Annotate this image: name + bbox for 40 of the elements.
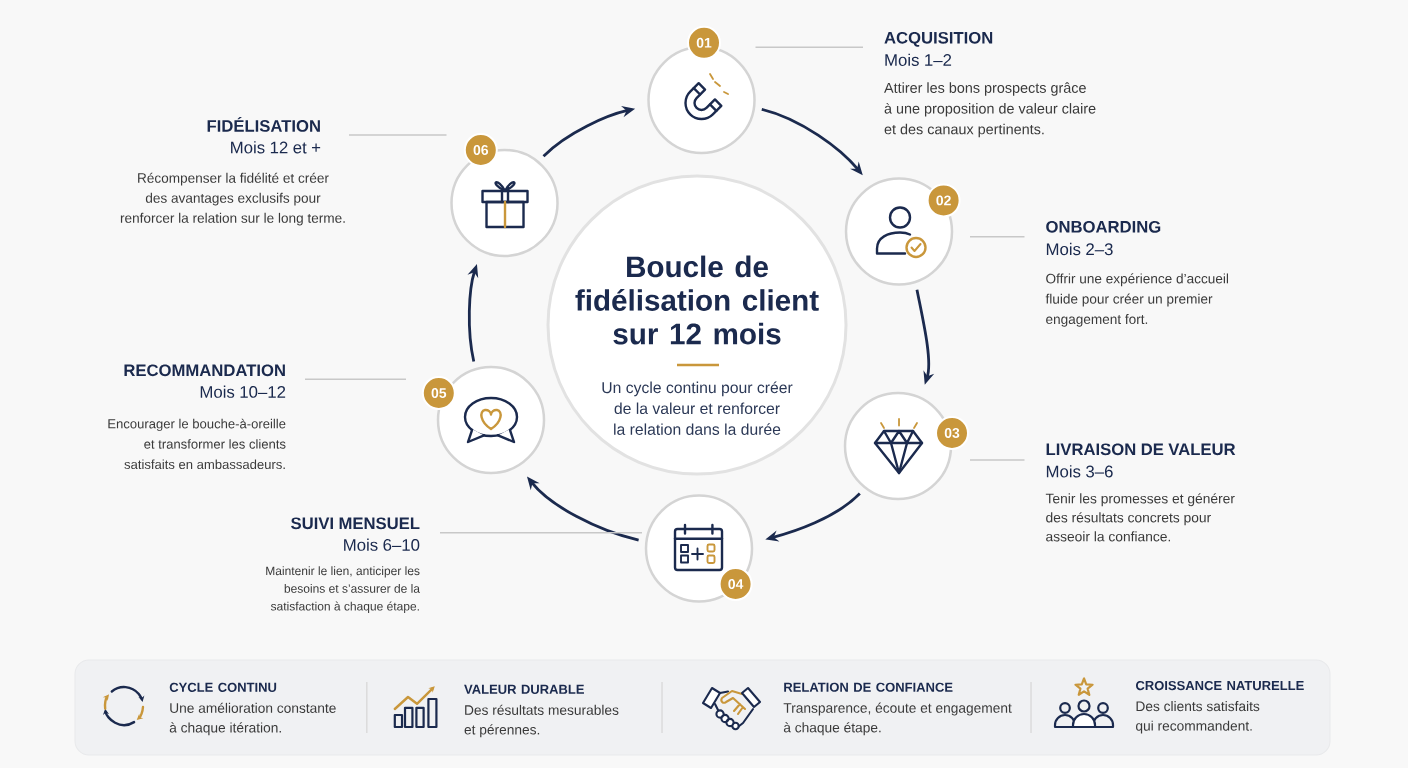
item-title: CROISSANCE NATURELLE (1135, 680, 1304, 691)
month-label: Mois 2–3 (1046, 242, 1113, 256)
month-label: Mois 3–6 (1046, 465, 1113, 478)
leader-line (969, 235, 1026, 238)
step-title: SUIVI MENSUEL (291, 517, 420, 530)
step-title: LIVRAISON DE VALEUR (1046, 443, 1236, 456)
step-description: Encourager le bouche-à-oreille et transformer les clients satisfaits en ambassadeurs. (108, 418, 286, 470)
item-title: RELATION DE CONFIANCE (784, 682, 953, 692)
step-description: Tenir les promesses et générer des résultats concrets pour asseoir la confiance. (1045, 493, 1235, 542)
step-description: Récompenser la fidélité et créer des avantages exclusifs pour renforcer la relation sur le long terme. (120, 172, 345, 226)
number-badge: 01 (687, 25, 721, 60)
item-description: Transparence, écoute et engagement à chaque étape. (783, 702, 1012, 736)
leader-line (969, 459, 1026, 461)
step-description: Offrir une expérience d’accueil fluide pour créer un premier engagement fort. (1045, 273, 1228, 327)
month-label: Mois 12 et + (231, 141, 321, 154)
leader-line (348, 134, 448, 136)
month-label: Mois 6–10 (344, 538, 420, 551)
leader-line (304, 378, 407, 381)
item-title: CYCLE CONTINU (169, 682, 277, 692)
number-badge: 02 (926, 183, 961, 218)
step-description: Maintenir le lien, anticiper les besoins et s’assurer de la satisfaction à chaque étape. (266, 566, 420, 613)
step-description: Attirer les bons prospects grâce à une proposition de valeur claire et des canaux pertinents. (884, 82, 1096, 138)
number-badge: 05 (421, 376, 456, 410)
step-title: ACQUISITION (884, 31, 993, 47)
hub-subtitle: Un cycle continu pour créer de la valeur et renforcer la relation dans la durée (602, 381, 793, 435)
step-title: RECOMMANDATION (124, 364, 285, 377)
hub-title: Boucle de fidélisation client sur 12 mois (575, 255, 819, 345)
item-title: VALEUR DURABLE (464, 684, 584, 694)
number-badge: 06 (463, 133, 498, 167)
number-badge: 04 (718, 567, 753, 601)
item-description: Une amélioration constante à chaque itération. (169, 702, 336, 736)
leader-line (754, 46, 864, 49)
number-badge: 03 (935, 416, 969, 450)
month-label: Mois 10–12 (200, 385, 286, 398)
month-label: Mois 1–2 (885, 53, 952, 66)
step-title: ONBOARDING (1046, 220, 1161, 233)
item-description: Des clients satisfaits qui recommandent. (1136, 701, 1260, 734)
item-description: Des résultats mesurables et pérennes. (464, 704, 619, 738)
step-title: FIDÉLISATION (207, 116, 320, 132)
leader-line (439, 531, 643, 534)
